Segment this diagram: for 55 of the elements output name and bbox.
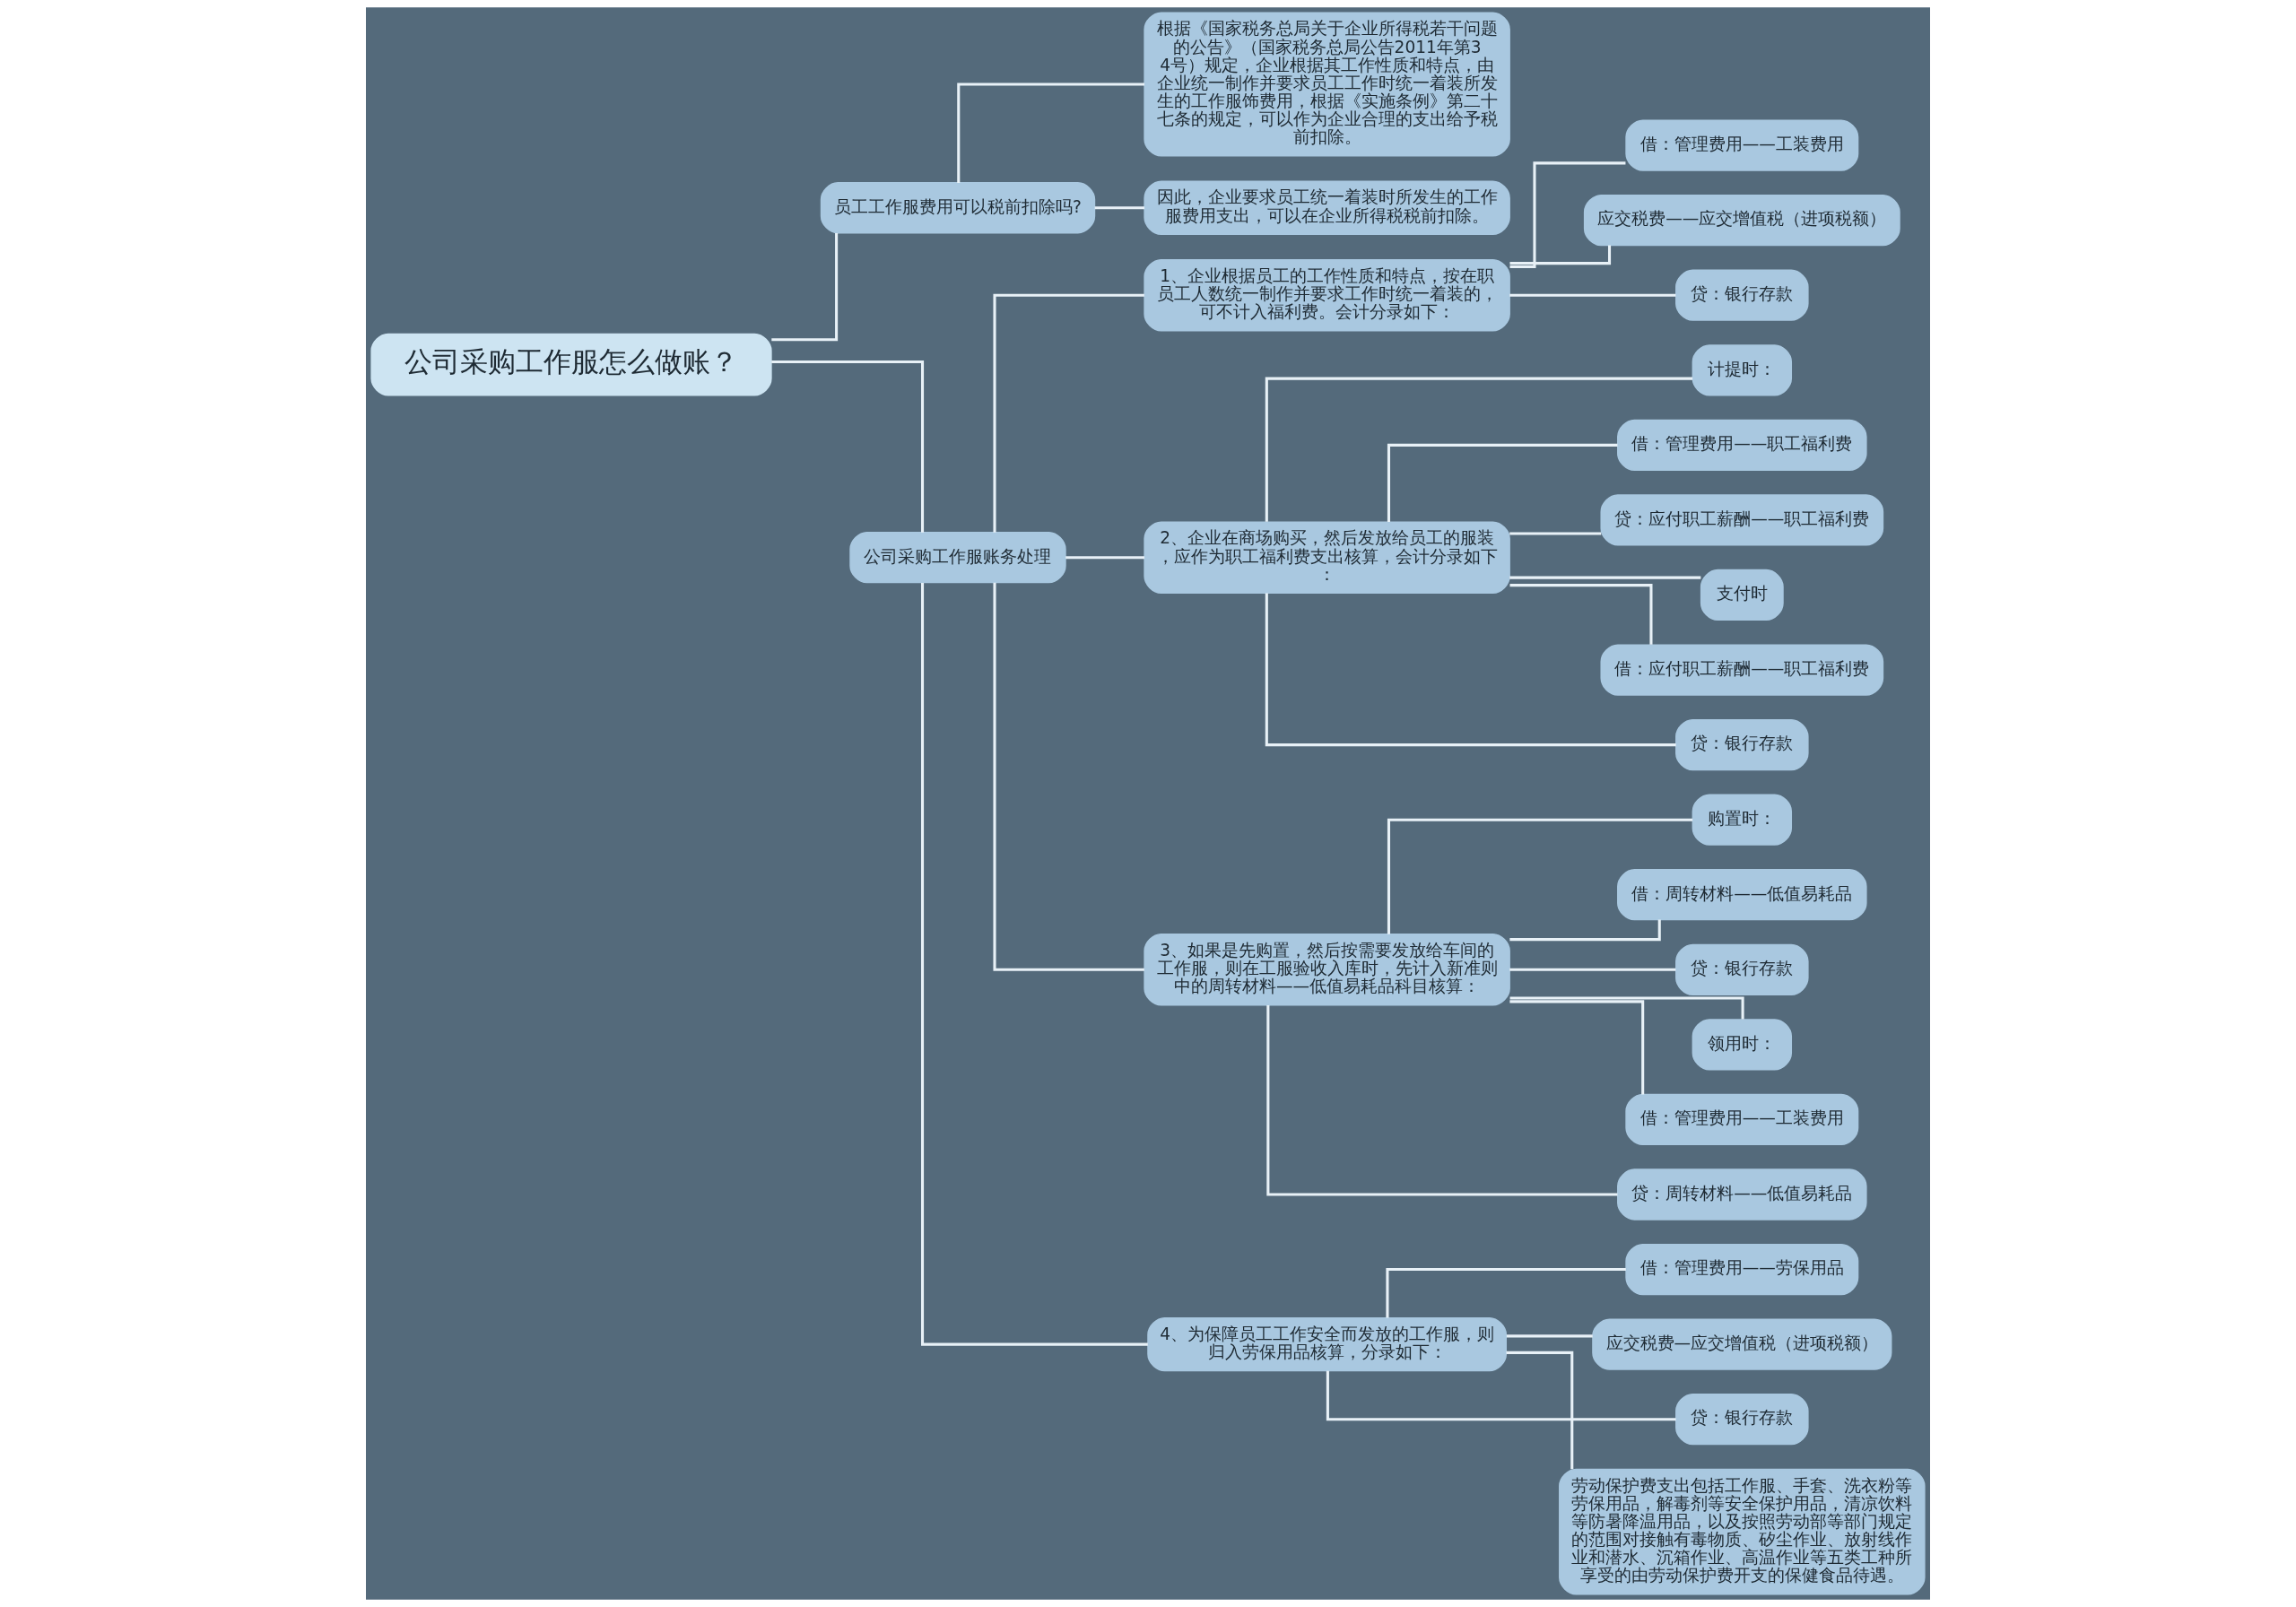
connector [1326,1370,1676,1421]
node-box: 借：周转材料——低值易耗品 [1617,869,1867,921]
node-box: 贷：银行存款 [1675,719,1809,771]
node-box: 公司采购工作服账务处理 [849,532,1066,584]
node-box: 应交税费—应交增值税（进项税额） [1592,1318,1892,1370]
connector [1509,996,1744,1020]
node-box: 领用时： [1692,1019,1793,1071]
connector [771,233,839,342]
connector [1506,1334,1593,1338]
connector [1509,1000,1645,1095]
node-box: 借：管理费用——工装费用 [1625,119,1859,171]
connector [1266,1005,1618,1196]
connector [1509,968,1676,971]
connector [957,83,1144,183]
connector [1386,1268,1626,1318]
node-box: 因此，企业要求员工统一着装时所发生的工作服费用支出，可以在企业所得税税前扣除。 [1144,180,1510,235]
node-box: 应交税费——应交增值税（进项税额） [1583,195,1900,247]
node-box: 1、企业根据员工的工作性质和特点，按在职员工人数统一制作并要求工作时统一着装的，可不计入福利费。会计分录如下： [1144,259,1510,332]
connector [1387,818,1693,934]
node-box: 购置时： [1692,794,1793,846]
node-box: 3、如果是先购置，然后按需要发放给车间的工作服，则在工服验收入库时，先计入新准则中的周转材料——低值易耗品科目核算： [1144,934,1510,1006]
node-box: 员工工作服费用可以税前扣除吗? [820,182,1096,234]
node-box: 借：管理费用——工装费用 [1625,1093,1859,1146]
connector [1506,1351,1574,1470]
node-box: 贷：应付职工薪酬——职工福利费 [1600,494,1884,546]
node-box: 贷：银行存款 [1675,269,1809,321]
node-box: 2、企业在商场购买，然后发放给员工的服装，应作为职工福利费支出核算，会计分录如下： [1144,521,1510,594]
connector [993,293,1144,533]
node-box: 借：应付职工薪酬——职工福利费 [1600,644,1884,696]
connector [1265,593,1676,747]
connector [771,360,925,533]
node-box: 贷：银行存款 [1675,1394,1809,1446]
connector [921,582,1148,1346]
connector [1094,206,1145,210]
node-box: 计提时： [1692,344,1793,396]
connector [1509,919,1661,942]
node-box: 贷：周转材料——低值易耗品 [1617,1168,1867,1220]
connector [1509,576,1701,579]
node-box: 贷：银行存款 [1675,943,1809,995]
node-box: 劳动保护费支出包括工作服、手套、洗衣粉等劳保用品，解毒剂等安全保护用品，清凉饮料等防暑降温用品，以及按照劳动部等部门规定的范围对接触有毒物质、矽尘作业、放射线作业和潜水、沉箱作业、高温作业等五类工种所享受的由劳动保护费开支的保健食品待遇。 [1559,1468,1926,1595]
node-box: 根据《国家税务总局关于企业所得税若干问题的公告》（国家税务总局公告2011年第34号）规定，企业根据其工作性质和特点，由企业统一制作并要求员工工作时统一着装所发生的工作服饰费用，根据《实施条例》第二十七条的规定，可以作为企业合理的支出给予税前扣除。 [1144,12,1510,157]
connector [1265,377,1693,522]
node-box: 借：管理费用——劳保用品 [1625,1243,1859,1296]
connector [993,582,1144,971]
connector [1509,161,1626,269]
node-box: 支付时 [1700,569,1784,621]
connector [1387,443,1618,523]
connector [1509,532,1602,535]
connector [1509,293,1676,297]
connector [1509,245,1612,265]
connector [1065,556,1145,560]
node-box: 公司采购工作服怎么做账？ [370,333,772,396]
node-box: 借：管理费用——职工福利费 [1617,419,1867,471]
node-box: 4、为保障员工工作安全而发放的工作服，则归入劳保用品核算，分录如下： [1147,1316,1508,1372]
connector [1509,584,1653,645]
